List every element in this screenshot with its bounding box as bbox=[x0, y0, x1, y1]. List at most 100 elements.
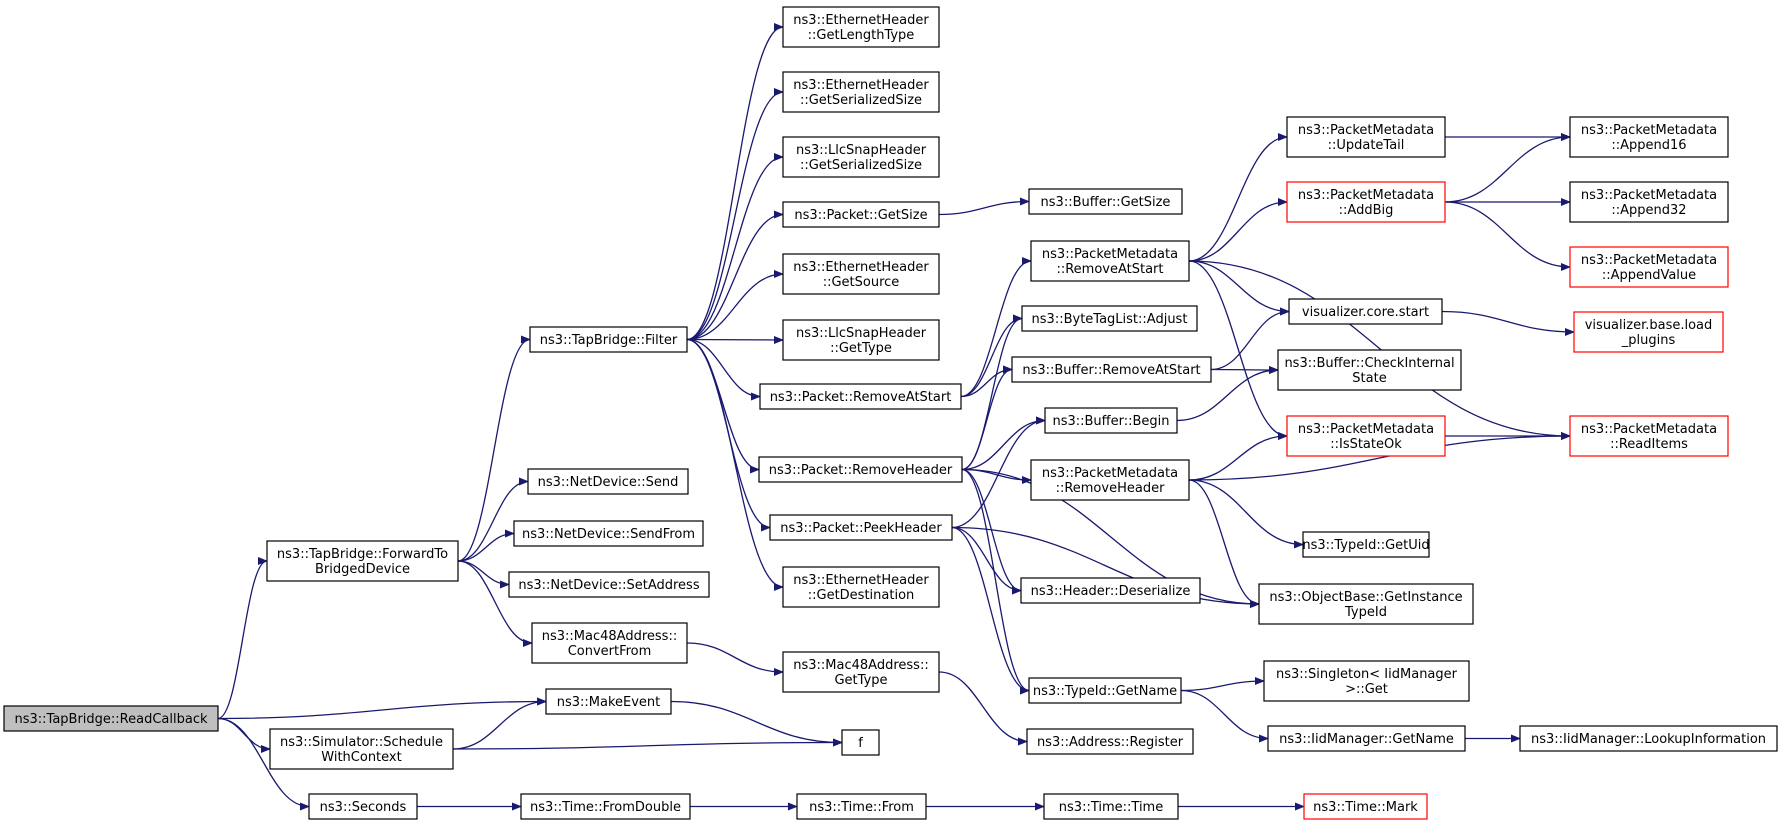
node-pm_addbig[interactable]: ns3::PacketMetadata::AddBig bbox=[1286, 181, 1446, 223]
node-box[interactable] bbox=[759, 383, 962, 410]
node-box[interactable] bbox=[1267, 725, 1466, 752]
node-pkt_getsize[interactable]: ns3::Packet::GetSize bbox=[782, 201, 940, 228]
node-eth_sersize[interactable]: ns3::EthernetHeader::GetSerializedSize bbox=[782, 71, 940, 113]
node-box[interactable] bbox=[1569, 181, 1729, 223]
node-box[interactable] bbox=[1021, 305, 1198, 332]
node-box[interactable] bbox=[527, 468, 689, 495]
node-box[interactable] bbox=[1043, 793, 1179, 820]
node-pm_updatetail[interactable]: ns3::PacketMetadata::UpdateTail bbox=[1286, 116, 1446, 158]
node-box[interactable] bbox=[1263, 660, 1470, 702]
node-box[interactable] bbox=[3, 705, 219, 732]
node-nd_setaddr[interactable]: ns3::NetDevice::SetAddress bbox=[508, 571, 710, 598]
node-box[interactable] bbox=[1044, 407, 1178, 434]
node-box[interactable] bbox=[1277, 349, 1462, 391]
node-buf_getsize[interactable]: ns3::Buffer::GetSize bbox=[1028, 188, 1183, 215]
node-box[interactable] bbox=[266, 540, 459, 582]
node-viz_start[interactable]: visualizer.core.start bbox=[1288, 298, 1443, 325]
node-box[interactable] bbox=[269, 728, 454, 770]
node-box[interactable] bbox=[782, 566, 940, 608]
node-pkt_removeatstart[interactable]: ns3::Packet::RemoveAtStart bbox=[759, 383, 962, 410]
node-buf_begin[interactable]: ns3::Buffer::Begin bbox=[1044, 407, 1178, 434]
node-box[interactable] bbox=[782, 253, 940, 295]
node-box[interactable] bbox=[1569, 116, 1729, 158]
node-typeid_getuid[interactable]: ns3::TypeId::GetUid bbox=[1302, 531, 1430, 558]
node-box[interactable] bbox=[1030, 459, 1190, 501]
node-box[interactable] bbox=[1569, 246, 1729, 288]
node-box[interactable] bbox=[545, 688, 672, 715]
node-time_time[interactable]: ns3::Time::Time bbox=[1043, 793, 1179, 820]
node-llc_gettype[interactable]: ns3::LlcSnapHeader::GetType bbox=[782, 319, 940, 361]
node-box[interactable] bbox=[782, 6, 940, 48]
node-box[interactable] bbox=[782, 71, 940, 113]
node-box[interactable] bbox=[1028, 677, 1182, 704]
node-pm_removeatstart[interactable]: ns3::PacketMetadata::RemoveAtStart bbox=[1030, 240, 1190, 282]
node-readcallback[interactable]: ns3::TapBridge::ReadCallback bbox=[3, 705, 219, 732]
node-pkt_removeheader[interactable]: ns3::Packet::RemoveHeader bbox=[758, 456, 963, 483]
node-box[interactable] bbox=[1286, 415, 1446, 457]
node-box[interactable] bbox=[1286, 116, 1446, 158]
node-eth_source[interactable]: ns3::EthernetHeader::GetSource bbox=[782, 253, 940, 295]
node-typeid_getname[interactable]: ns3::TypeId::GetName bbox=[1028, 677, 1182, 704]
node-box[interactable] bbox=[1026, 728, 1194, 755]
node-box[interactable] bbox=[1028, 188, 1183, 215]
node-box[interactable] bbox=[782, 319, 940, 361]
node-singleton_get[interactable]: ns3::Singleton< IidManager>::Get bbox=[1263, 660, 1470, 702]
node-box[interactable] bbox=[769, 514, 953, 541]
node-box[interactable] bbox=[1258, 583, 1474, 625]
node-makeevent[interactable]: ns3::MakeEvent bbox=[545, 688, 672, 715]
node-box[interactable] bbox=[1302, 531, 1430, 558]
node-btl_adjust[interactable]: ns3::ByteTagList::Adjust bbox=[1021, 305, 1198, 332]
node-time_from[interactable]: ns3::Time::From bbox=[796, 793, 927, 820]
node-box[interactable] bbox=[841, 729, 880, 756]
node-mac_convert[interactable]: ns3::Mac48Address::ConvertFrom bbox=[531, 622, 688, 664]
node-time_mark[interactable]: ns3::Time::Mark bbox=[1303, 793, 1428, 820]
node-nd_sendfrom[interactable]: ns3::NetDevice::SendFrom bbox=[513, 520, 704, 547]
node-buf_removeatstart[interactable]: ns3::Buffer::RemoveAtStart bbox=[1011, 356, 1212, 383]
node-pm_isstateok[interactable]: ns3::PacketMetadata::IsStateOk bbox=[1286, 415, 1446, 457]
node-box[interactable] bbox=[1519, 725, 1778, 752]
node-pm_readitems[interactable]: ns3::PacketMetadata::ReadItems bbox=[1569, 415, 1729, 457]
node-fromdouble[interactable]: ns3::Time::FromDouble bbox=[520, 793, 691, 820]
node-pm_append32[interactable]: ns3::PacketMetadata::Append32 bbox=[1569, 181, 1729, 223]
node-viz_loadplugins[interactable]: visualizer.base.load_plugins bbox=[1573, 311, 1724, 353]
node-pkt_peekheader[interactable]: ns3::Packet::PeekHeader bbox=[769, 514, 953, 541]
node-box[interactable] bbox=[796, 793, 927, 820]
node-box[interactable] bbox=[1030, 240, 1190, 282]
node-iid_lookup[interactable]: ns3::IidManager::LookupInformation bbox=[1519, 725, 1778, 752]
node-pm_appendvalue[interactable]: ns3::PacketMetadata::AppendValue bbox=[1569, 246, 1729, 288]
node-iid_getname[interactable]: ns3::IidManager::GetName bbox=[1267, 725, 1466, 752]
node-box[interactable] bbox=[531, 622, 688, 664]
node-box[interactable] bbox=[1020, 577, 1201, 604]
node-eth_dest[interactable]: ns3::EthernetHeader::GetDestination bbox=[782, 566, 940, 608]
node-pm_removeheader[interactable]: ns3::PacketMetadata::RemoveHeader bbox=[1030, 459, 1190, 501]
node-box[interactable] bbox=[782, 201, 940, 228]
node-box[interactable] bbox=[1303, 793, 1428, 820]
node-hdr_deserialize[interactable]: ns3::Header::Deserialize bbox=[1020, 577, 1201, 604]
node-box[interactable] bbox=[529, 326, 688, 353]
node-box[interactable] bbox=[513, 520, 704, 547]
node-mac_gettype[interactable]: ns3::Mac48Address::GetType bbox=[782, 651, 940, 693]
node-eth_lentype[interactable]: ns3::EthernetHeader::GetLengthType bbox=[782, 6, 940, 48]
node-box[interactable] bbox=[1011, 356, 1212, 383]
node-box[interactable] bbox=[782, 651, 940, 693]
node-box[interactable] bbox=[782, 136, 940, 178]
node-nd_send[interactable]: ns3::NetDevice::Send bbox=[527, 468, 689, 495]
node-box[interactable] bbox=[1286, 181, 1446, 223]
node-box[interactable] bbox=[308, 793, 418, 820]
node-box[interactable] bbox=[508, 571, 710, 598]
node-box[interactable] bbox=[1288, 298, 1443, 325]
node-addr_register[interactable]: ns3::Address::Register bbox=[1026, 728, 1194, 755]
node-filter[interactable]: ns3::TapBridge::Filter bbox=[529, 326, 688, 353]
node-box[interactable] bbox=[758, 456, 963, 483]
node-pm_append16[interactable]: ns3::PacketMetadata::Append16 bbox=[1569, 116, 1729, 158]
node-f[interactable]: f bbox=[841, 729, 880, 756]
node-box[interactable] bbox=[520, 793, 691, 820]
node-llc_sersize[interactable]: ns3::LlcSnapHeader::GetSerializedSize bbox=[782, 136, 940, 178]
node-box[interactable] bbox=[1573, 311, 1724, 353]
node-seconds[interactable]: ns3::Seconds bbox=[308, 793, 418, 820]
node-box[interactable] bbox=[1569, 415, 1729, 457]
